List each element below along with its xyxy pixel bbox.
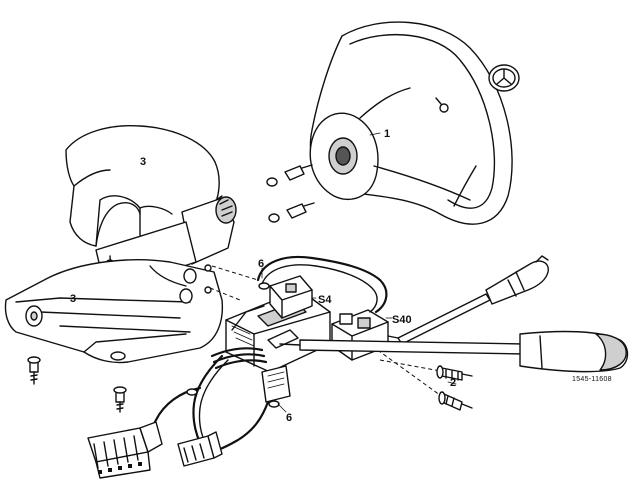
mounting-bolts (436, 365, 473, 411)
label-upper-cover: 3 (140, 156, 146, 168)
switch-s4 (269, 275, 317, 319)
leader-connector-bottom (277, 403, 287, 413)
lower-column-cover (4, 259, 224, 364)
small-connector (177, 431, 223, 467)
combination-lever (279, 330, 629, 373)
label-switch-s4: S4 (318, 294, 332, 306)
figure-code: 1545-11608 (572, 376, 612, 383)
label-connector-top: 6 (258, 258, 264, 270)
label-bolt: 2 (450, 377, 456, 389)
label-connector-bottom: 6 (286, 412, 292, 424)
column-screws (266, 164, 315, 223)
switch-s40 (331, 309, 393, 361)
label-switch-s40: S40 (392, 314, 412, 326)
label-lower-cover: 3 (70, 293, 76, 305)
multi-pin-connector (87, 421, 163, 479)
loose-screws (27, 356, 127, 413)
turn-signal-lever (387, 255, 549, 345)
wiring-harness (144, 255, 388, 455)
label-steering-wheel: 1 (384, 128, 390, 140)
horn-emblem (488, 64, 520, 92)
steering-wheel (309, 21, 513, 225)
